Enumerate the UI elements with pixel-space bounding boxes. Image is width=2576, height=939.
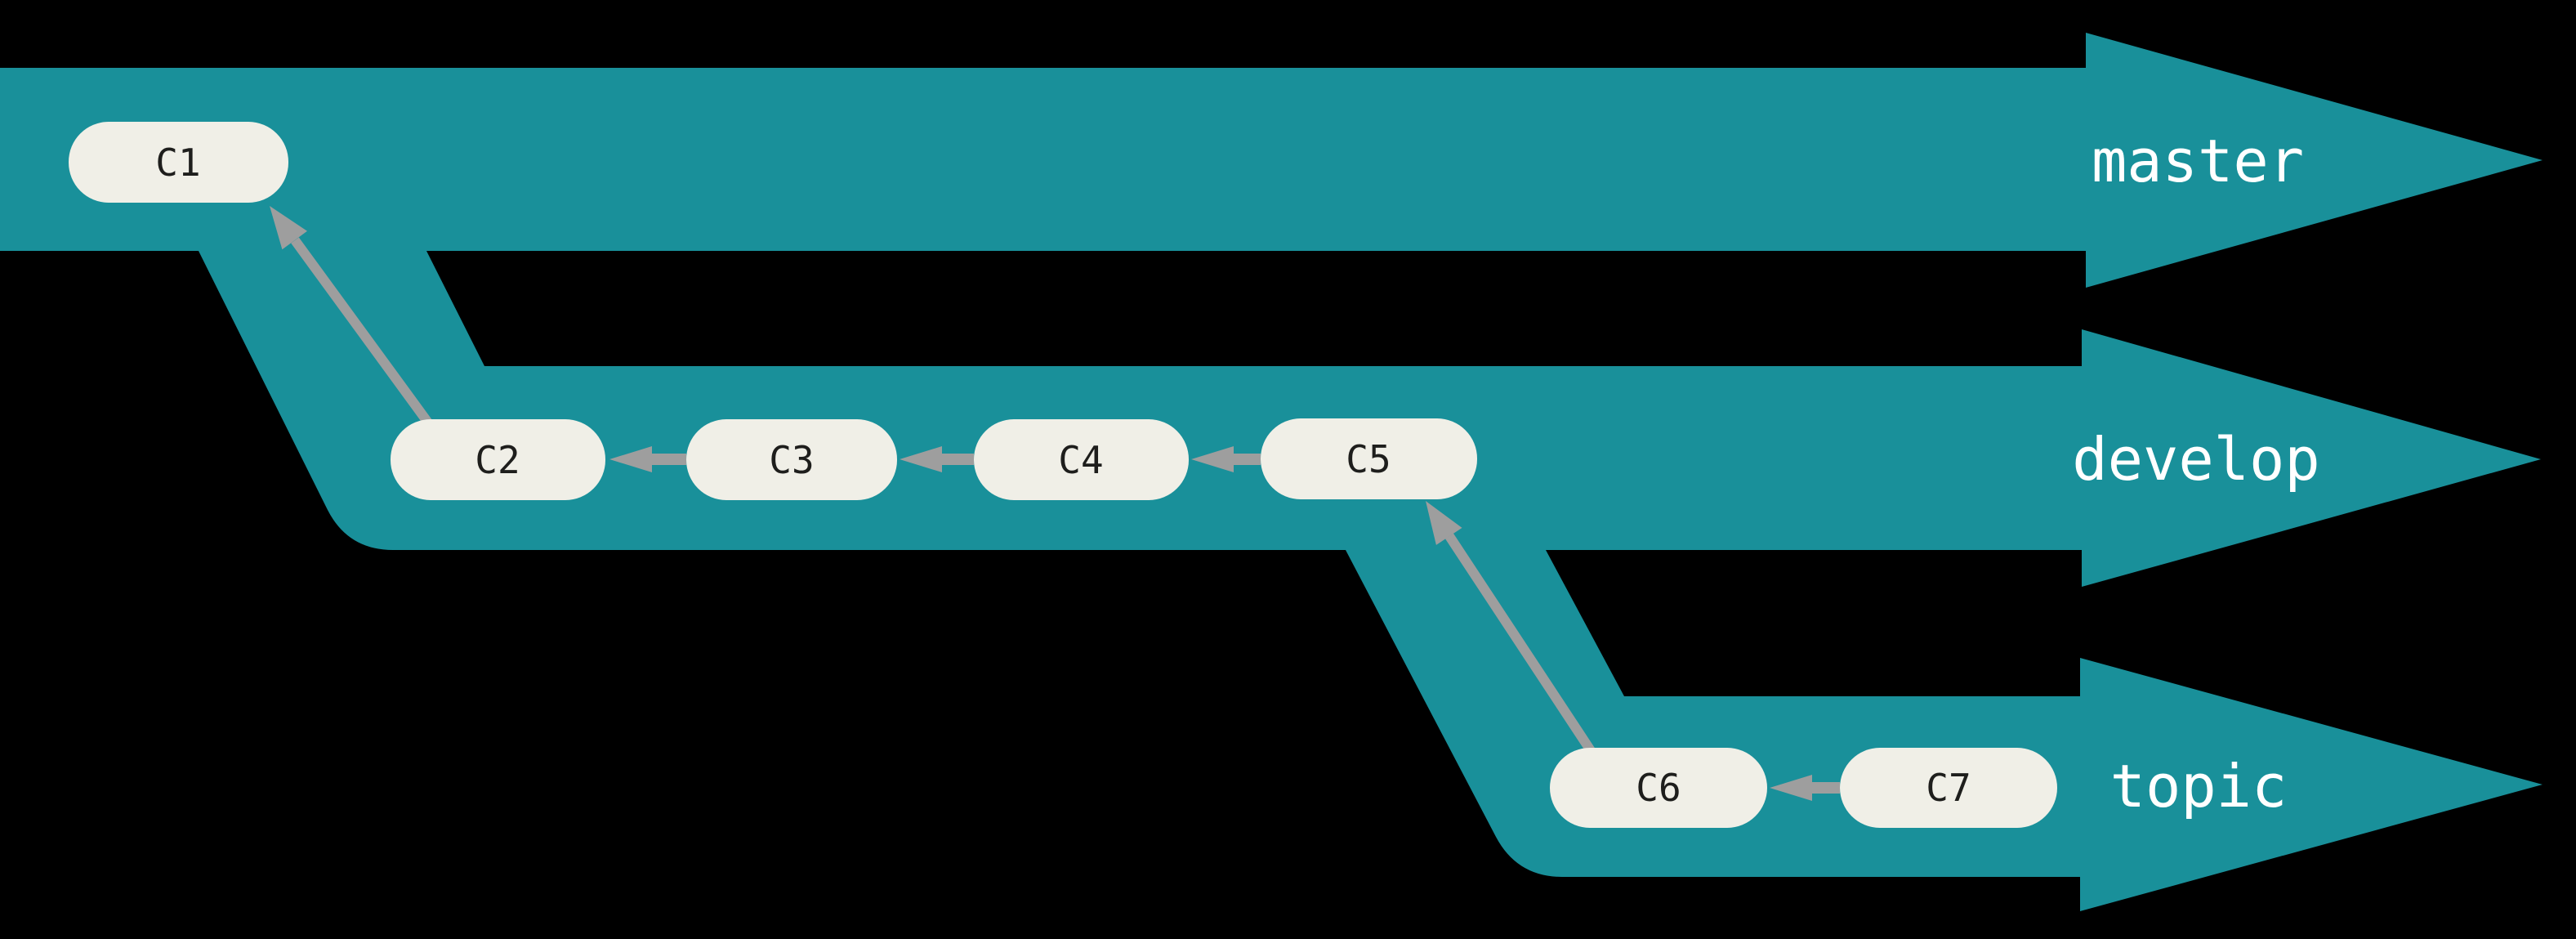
- branch-label-topic: topic: [2110, 752, 2288, 821]
- commit-arrow-c4-to-c3: [900, 446, 974, 472]
- commit-node-c5: C5: [1261, 418, 1477, 499]
- commit-node-c1: C1: [69, 122, 288, 203]
- commit-label: C5: [1346, 437, 1391, 481]
- commit-arrow-c6-to-c5: [1426, 501, 1596, 755]
- master-branch-band: [0, 33, 2543, 288]
- commit-arrow-c2-to-c1: [270, 206, 434, 428]
- commit-arrow-c5-to-c4: [1191, 446, 1261, 472]
- commit-label: C2: [475, 438, 520, 482]
- arrowhead-up-icon: [1426, 501, 1462, 545]
- commit-node-c3: C3: [686, 419, 897, 500]
- commit-node-c7: C7: [1840, 748, 2057, 828]
- commit-node-c4: C4: [974, 419, 1189, 500]
- arrowhead-left-icon: [609, 446, 652, 472]
- commit-node-c2: C2: [391, 419, 605, 500]
- arrowhead-up-icon: [270, 206, 307, 250]
- arrowhead-left-icon: [1191, 446, 1234, 472]
- commit-label: C1: [155, 141, 200, 185]
- branch-label-master: master: [2092, 127, 2304, 195]
- commit-label: C7: [1926, 766, 1971, 810]
- commit-arrow-c7-to-c6: [1770, 775, 1840, 801]
- topic-branch-band: [1346, 550, 2543, 911]
- commit-arrow-c3-to-c2: [609, 446, 686, 472]
- branch-label-develop: develop: [2072, 425, 2319, 494]
- commit-label: C6: [1636, 766, 1681, 810]
- commit-node-c6: C6: [1550, 748, 1767, 828]
- arrowhead-left-icon: [900, 446, 942, 472]
- commit-label: C3: [769, 438, 814, 482]
- arrowhead-left-icon: [1770, 775, 1812, 801]
- commit-label: C4: [1058, 438, 1103, 482]
